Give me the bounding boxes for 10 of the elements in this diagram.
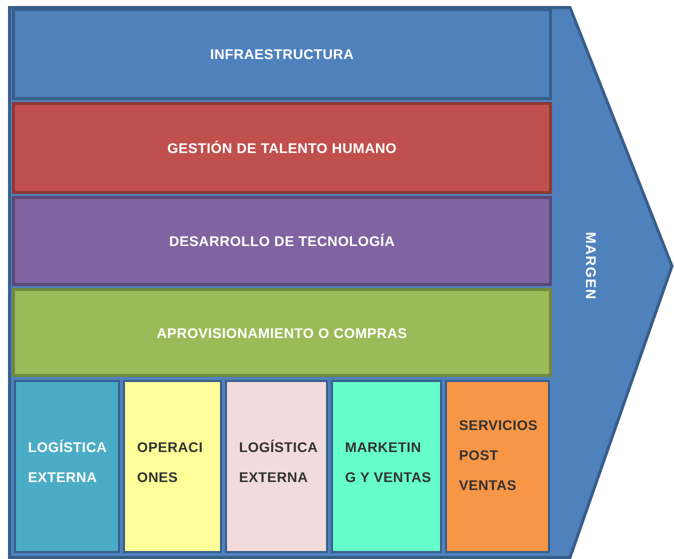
activity-box: OPERACIONES (123, 380, 222, 553)
activity-box: SERVICIOS POST VENTAS (445, 380, 550, 553)
activity-box: LOGÍSTICA EXTERNA (225, 380, 328, 553)
activity-band: GESTIÓN DE TALENTO HUMANO (12, 102, 552, 194)
activity-band: INFRAESTRUCTURA (12, 8, 552, 100)
activity-band: DESARROLLO DE TECNOLOGÍA (12, 196, 552, 286)
activity-box: LOGÍSTICA EXTERNA (14, 380, 120, 553)
margin-label: MARGEN (583, 232, 599, 300)
activity-band: APROVISIONAMIENTO O COMPRAS (12, 288, 552, 377)
activity-box: MARKETING Y VENTAS (331, 380, 442, 553)
